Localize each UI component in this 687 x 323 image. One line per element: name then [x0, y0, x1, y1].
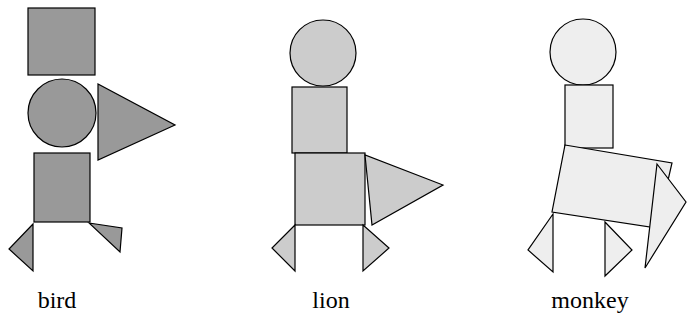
- monkey-head: [550, 19, 616, 85]
- monkey-tail: [645, 164, 686, 268]
- lion-foot: [272, 225, 295, 271]
- animal-label: bird: [38, 286, 77, 315]
- lion-head: [290, 20, 356, 86]
- bird-wing: [98, 84, 175, 160]
- monkey-figure: [528, 19, 686, 276]
- bird-foot: [9, 224, 33, 271]
- bird-foot: [89, 223, 122, 252]
- animal-label: monkey: [551, 286, 628, 315]
- monkey-neck: [565, 85, 613, 148]
- bird-figure: [9, 8, 175, 271]
- lion-body: [295, 153, 365, 225]
- monkey-foot: [528, 214, 553, 272]
- lion-figure: [272, 20, 443, 271]
- lion-tail: [365, 155, 443, 225]
- lion-neck: [292, 87, 347, 153]
- bird-head: [28, 8, 95, 75]
- lion-foot: [363, 225, 389, 271]
- bird-body-circle: [28, 79, 96, 147]
- animal-label: lion: [312, 286, 349, 315]
- monkey-foot: [605, 222, 632, 276]
- bird-body: [34, 153, 90, 222]
